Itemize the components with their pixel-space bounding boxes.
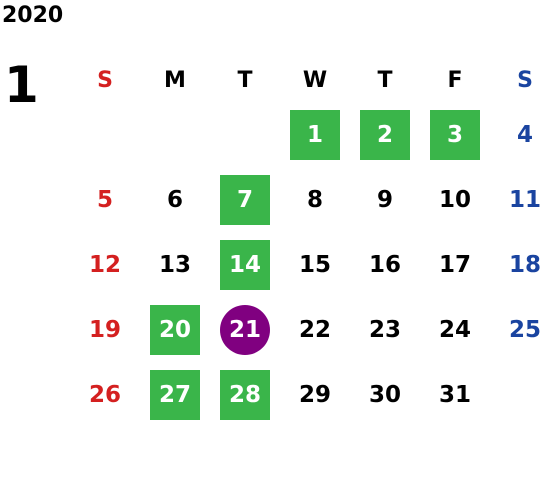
day-cell[interactable]: 19 (70, 297, 140, 362)
day-cell[interactable]: 29 (280, 362, 350, 427)
day-cell[interactable]: 17 (420, 232, 490, 297)
day-number: 15 (298, 251, 331, 278)
weekday-sun: S (97, 67, 113, 93)
year-label: 2020 (2, 3, 64, 28)
day-number: 10 (438, 186, 471, 213)
day-cell[interactable]: 16 (350, 232, 420, 297)
weekday-mon: M (164, 67, 186, 93)
day-cell[interactable]: 22 (280, 297, 350, 362)
day-cell[interactable]: 30 (350, 362, 420, 427)
day-cell[interactable]: 28 (210, 362, 280, 427)
day-cell[interactable]: 11 (490, 167, 548, 232)
day-number: 4 (516, 121, 533, 148)
day-cell[interactable]: 9 (350, 167, 420, 232)
day-number: 13 (158, 251, 191, 278)
day-number: 16 (368, 251, 401, 278)
day-cell[interactable]: 13 (140, 232, 210, 297)
day-cell[interactable]: 7 (210, 167, 280, 232)
day-number: 6 (166, 186, 183, 213)
day-number: 29 (298, 381, 331, 408)
day-number: 2 (360, 109, 410, 160)
day-number: 9 (376, 186, 393, 213)
day-cell[interactable]: 21 (210, 297, 280, 362)
day-number: 23 (368, 316, 401, 343)
day-cell[interactable]: 14 (210, 232, 280, 297)
month-label: 1 (4, 56, 39, 114)
day-number: 18 (508, 251, 541, 278)
day-cell[interactable]: 10 (420, 167, 490, 232)
day-cell[interactable]: 3 (420, 102, 490, 167)
weekday-fri: F (447, 67, 463, 93)
day-cell[interactable]: 31 (420, 362, 490, 427)
day-number: 27 (150, 369, 200, 420)
day-cell[interactable]: 5 (70, 167, 140, 232)
day-number: 24 (438, 316, 471, 343)
day-cell[interactable]: 25 (490, 297, 548, 362)
weekday-tue: T (237, 67, 253, 93)
day-number: 14 (220, 239, 270, 290)
day-cell[interactable]: 8 (280, 167, 350, 232)
day-cell[interactable]: 12 (70, 232, 140, 297)
day-cell[interactable]: 2 (350, 102, 420, 167)
day-number: 8 (306, 186, 323, 213)
day-cell[interactable]: 1 (280, 102, 350, 167)
today-day-number: 21 (220, 304, 270, 355)
day-cell[interactable]: 20 (140, 297, 210, 362)
day-number: 26 (88, 381, 121, 408)
day-cell[interactable]: 4 (490, 102, 548, 167)
weekday-wed: W (302, 67, 328, 93)
day-number: 31 (438, 381, 471, 408)
day-number: 22 (298, 316, 331, 343)
day-number: 19 (88, 316, 121, 343)
day-number: 25 (508, 316, 541, 343)
day-number: 11 (508, 186, 541, 213)
day-cell[interactable]: 15 (280, 232, 350, 297)
day-cell[interactable]: 26 (70, 362, 140, 427)
day-number: 12 (88, 251, 121, 278)
day-number: 20 (150, 304, 200, 355)
day-number: 28 (220, 369, 270, 420)
weekday-sat: S (517, 67, 533, 93)
day-number: 3 (430, 109, 480, 160)
day-number: 1 (290, 109, 340, 160)
day-number: 7 (220, 174, 270, 225)
day-number: 5 (96, 186, 113, 213)
day-cell[interactable]: 23 (350, 297, 420, 362)
day-cell[interactable]: 24 (420, 297, 490, 362)
day-cell[interactable]: 27 (140, 362, 210, 427)
day-cell[interactable]: 6 (140, 167, 210, 232)
day-cell[interactable]: 18 (490, 232, 548, 297)
day-number: 30 (368, 381, 401, 408)
day-number: 17 (438, 251, 471, 278)
weekday-thu: T (377, 67, 393, 93)
